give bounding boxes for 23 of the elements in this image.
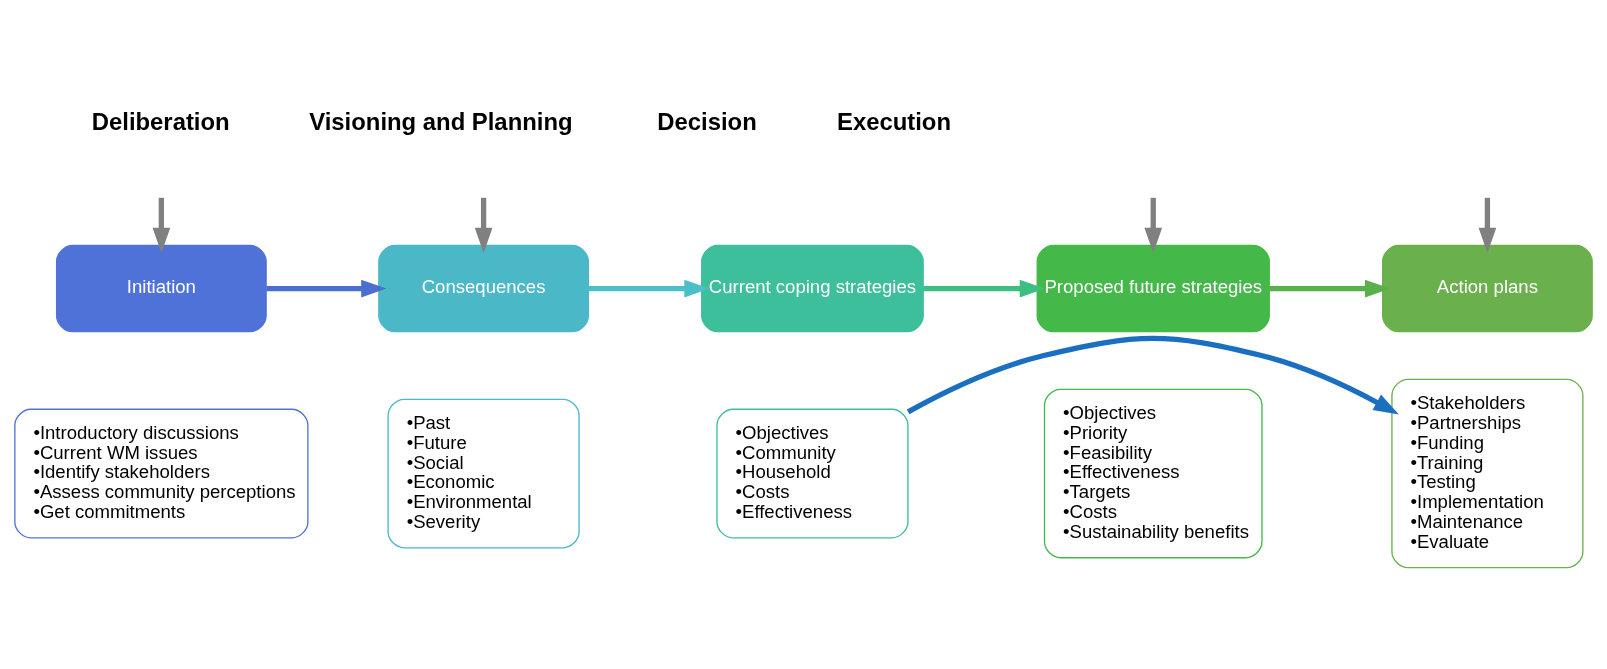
label: Deliberation <box>91 107 230 135</box>
label: Decision <box>657 107 757 135</box>
node-box: •Introductory discussions •Current WM issues •Identify stakeholders •Assess community perceptions •Get commitments <box>14 408 309 539</box>
node-box: Proposed future strategies <box>1036 244 1270 333</box>
arrow <box>266 279 387 298</box>
arrow <box>923 279 1045 298</box>
arrow <box>1269 279 1391 298</box>
arrow <box>906 335 1399 415</box>
node-box: •Past •Future •Social •Economic •Environmental •Severity <box>387 398 580 549</box>
arrow <box>1478 197 1497 254</box>
node-box: •Stakeholders •Partnerships •Funding •Training •Testing •Implementation •Maintenance •Evaluate <box>1391 378 1584 569</box>
node-box: Action plans <box>1381 244 1593 333</box>
node-box: Consequences <box>378 244 589 333</box>
arrow <box>1144 197 1163 254</box>
arrow <box>474 197 493 254</box>
node-box: Initiation <box>55 244 267 333</box>
arrow <box>152 197 171 254</box>
node-box: •Objectives •Priority •Feasibility •Effectiveness •Targets •Costs •Sustainability benefits <box>1043 388 1263 559</box>
node-box: Current coping strategies <box>701 244 924 333</box>
arrow <box>588 279 710 298</box>
node-box: •Objectives •Community •Household •Costs •Effectiveness <box>716 408 909 539</box>
label: Execution <box>836 107 952 135</box>
label: Visioning and Planning <box>309 107 573 135</box>
